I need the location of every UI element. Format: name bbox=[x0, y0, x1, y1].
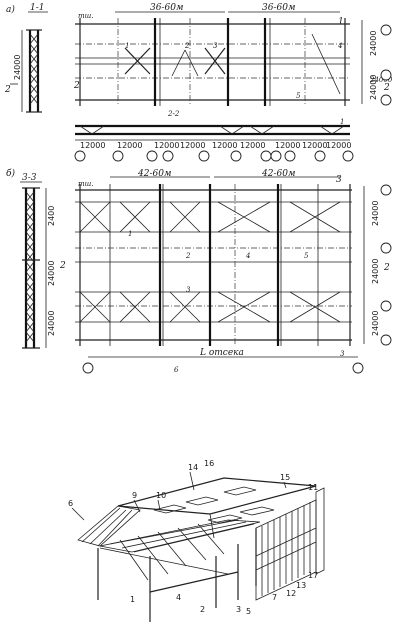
plan-b-elem-3: 3 bbox=[186, 286, 191, 294]
bay-dim-8: 12000 bbox=[302, 141, 327, 150]
plan-b-elem-5: 5 bbox=[304, 252, 309, 260]
iso-label-3: 3 bbox=[236, 605, 241, 614]
section-2-2-label: 2-2 bbox=[167, 110, 180, 118]
cut-mark-b-left: 2 bbox=[59, 261, 66, 271]
plan-a-dim-right-top: 24000 bbox=[369, 31, 378, 56]
iso-label-9: 9 bbox=[132, 491, 137, 500]
plan-b-dim-right-3: 24000 bbox=[371, 311, 380, 336]
grid-axis-circles-a bbox=[74, 150, 354, 162]
bay-dim-6: 12000 bbox=[240, 141, 265, 150]
plan-a-label: а) bbox=[6, 4, 15, 15]
cut-mark-b-right: 2 bbox=[383, 263, 390, 273]
plan-a-elem-4: 4 bbox=[337, 42, 342, 50]
plan-a: а) 1-1 24000 2 тш. 36-60м 36-60м 1 bbox=[4, 3, 393, 162]
plan-b-elem-2: 2 bbox=[185, 252, 191, 260]
iso-label-17: 17 bbox=[308, 571, 318, 580]
section-1-1-elevation: 24000 2 bbox=[4, 29, 42, 113]
span-a-right: 36-60м bbox=[262, 3, 295, 13]
plan-b-elem-4: 4 bbox=[245, 252, 250, 260]
span-b-right: 42-60м bbox=[261, 169, 295, 179]
elev-b-dim-3: 24000 bbox=[47, 311, 56, 336]
cut-mark-3-bottom: 3 bbox=[340, 350, 345, 358]
elev-b-dim-1: 2400 bbox=[47, 206, 56, 226]
iso-label-4: 4 bbox=[176, 593, 181, 602]
cut-mark-2-right: 2 bbox=[383, 83, 390, 93]
plan-a-elem-2: 2 bbox=[184, 42, 190, 50]
plan-b-label: б) bbox=[6, 168, 15, 179]
span-b-left: 42-60м bbox=[137, 169, 171, 179]
plan-b-grid: тш. 42-60м 42-60м 3 bbox=[75, 169, 392, 374]
cut-mark-1-bottom: 1 bbox=[340, 118, 344, 126]
iso-label-7: 7 bbox=[272, 593, 277, 602]
cut-mark-2-left: 2 bbox=[4, 85, 11, 95]
plan-a-grid: тш. 36-60м 36-60м 1 bbox=[73, 3, 393, 106]
bay-dim-9: 12000 bbox=[326, 141, 351, 150]
cut-mark-3-top: 3 bbox=[336, 175, 342, 185]
span-a-left: 36-60м bbox=[150, 3, 183, 13]
isometric-view: 1 2 3 4 5 6 7 9 10 11 12 13 14 15 16 17 bbox=[68, 459, 325, 622]
iso-label-15: 15 bbox=[280, 473, 290, 482]
cut-mark-1-top: 1 bbox=[338, 17, 344, 27]
section-2-2: 2-2 1 12000 12000 12000 12000 12000 1200… bbox=[74, 110, 354, 162]
bay-dim-5: 12000 bbox=[212, 141, 237, 150]
iso-label-12: 12 bbox=[286, 589, 296, 598]
plan-b-section-label: 3-3 bbox=[22, 173, 37, 183]
bay-dim-3: 12000 bbox=[154, 141, 179, 150]
bay-dim-4: 12000 bbox=[180, 141, 205, 150]
iso-label-6: 6 bbox=[68, 499, 73, 508]
cut-mark-2-plan: 2 bbox=[73, 81, 80, 91]
compartment-length: L отсека bbox=[199, 348, 244, 358]
section-3-3-elevation: 2400 24000 24000 2 bbox=[22, 187, 66, 349]
iso-label-2: 2 bbox=[200, 605, 205, 614]
iso-label-11: 11 bbox=[308, 483, 318, 492]
plan-b: б) 3-3 2400 24000 24000 2 тш. 42-60м 42-… bbox=[6, 168, 392, 374]
plan-b-elem-1: 1 bbox=[128, 230, 132, 238]
bay-dim-2: 12000 bbox=[117, 141, 142, 150]
iso-label-5: 5 bbox=[246, 607, 251, 616]
plan-a-elem-1: 1 bbox=[125, 42, 129, 50]
iso-label-10: 10 bbox=[156, 491, 166, 500]
plan-a-elem-3: 3 bbox=[213, 42, 218, 50]
plan-b-dim-right-2: 24000 bbox=[371, 259, 380, 284]
plan-b-axis-mark: тш. bbox=[78, 180, 94, 188]
plan-a-elem-5: 5 bbox=[296, 92, 301, 100]
elev-height-dim: 24000 bbox=[13, 55, 22, 80]
iso-label-16: 16 bbox=[204, 459, 214, 468]
plan-a-dim-right-bottom: 24000 bbox=[369, 75, 378, 100]
plan-a-axis-mark: тш. bbox=[78, 12, 94, 20]
iso-label-13: 13 bbox=[296, 581, 306, 590]
plan-a-section-label: 1-1 bbox=[30, 3, 45, 13]
plan-b-dim-right-1: 24000 bbox=[371, 201, 380, 226]
iso-label-14: 14 bbox=[188, 463, 198, 472]
bay-dim-1: 12000 bbox=[80, 141, 105, 150]
iso-label-1: 1 bbox=[130, 595, 135, 604]
bay-dim-7: 12000 bbox=[275, 141, 300, 150]
plan-b-elem-6: 6 bbox=[174, 366, 179, 374]
plan-a-dim-side: 24000 bbox=[369, 76, 393, 84]
elev-b-dim-2: 24000 bbox=[47, 261, 56, 286]
